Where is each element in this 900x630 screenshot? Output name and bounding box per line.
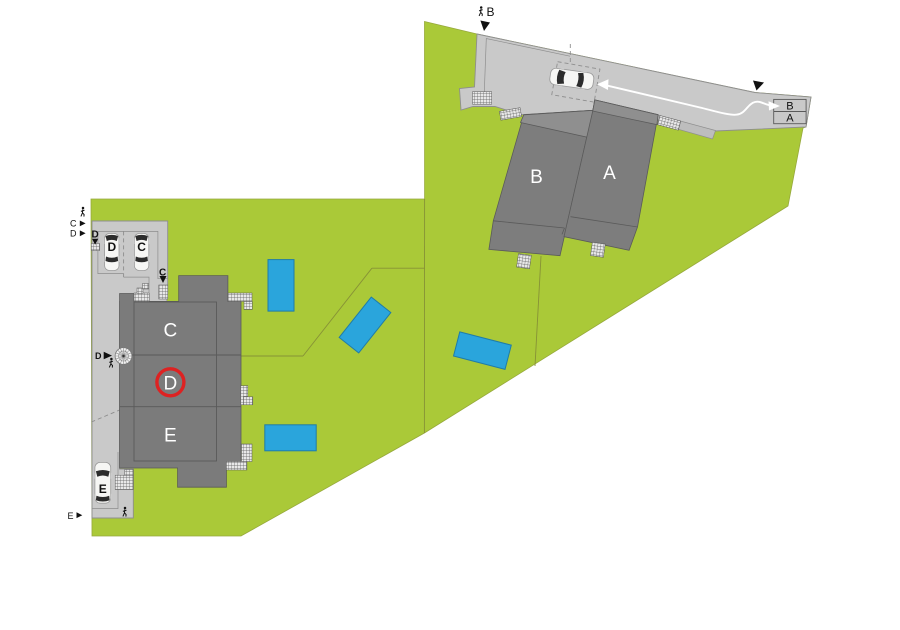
svg-text:D: D <box>164 373 178 394</box>
svg-text:A: A <box>786 113 794 125</box>
svg-text:D: D <box>95 351 102 361</box>
svg-text:C: C <box>70 218 77 228</box>
svg-text:E: E <box>68 511 74 521</box>
svg-text:E: E <box>164 426 177 447</box>
svg-text:B: B <box>786 101 793 113</box>
svg-text:D: D <box>70 228 77 238</box>
svg-text:B: B <box>530 167 543 188</box>
svg-text:B: B <box>487 5 495 19</box>
svg-text:C: C <box>164 321 178 342</box>
svg-text:A: A <box>603 163 616 184</box>
svg-text:D: D <box>107 240 116 254</box>
svg-text:C: C <box>159 267 166 278</box>
svg-text:E: E <box>99 482 107 496</box>
svg-text:C: C <box>137 240 146 254</box>
svg-text:D: D <box>92 230 99 241</box>
